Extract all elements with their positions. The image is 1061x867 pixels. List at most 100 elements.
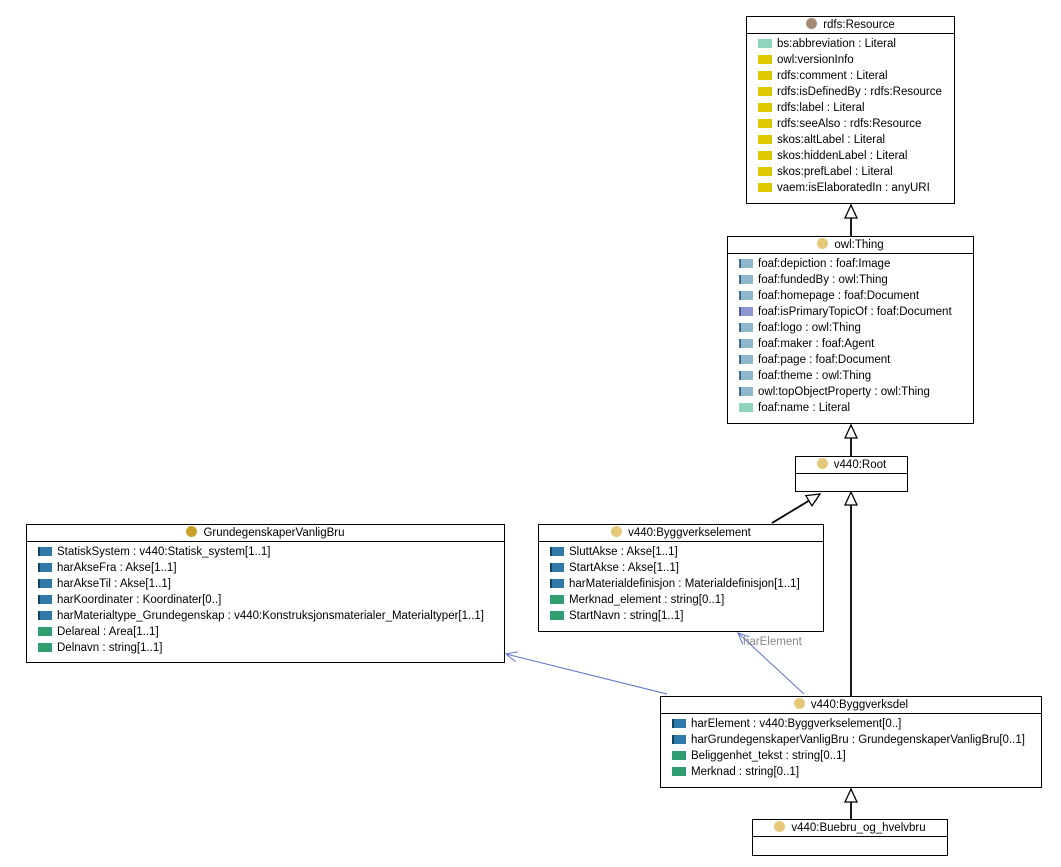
attribute-row[interactable]: StatiskSystem : v440:Statisk_system[1..1… bbox=[38, 544, 504, 560]
attribute-label: SluttAkse : Akse[1..1] bbox=[569, 546, 678, 558]
attribute-row[interactable]: harElement : v440:Byggverkselement[0..] bbox=[672, 716, 1041, 732]
attribute-row[interactable]: foaf:page : foaf:Document bbox=[739, 352, 973, 368]
attribute-row[interactable]: harAkseFra : Akse[1..1] bbox=[38, 560, 504, 576]
attribute-row[interactable]: Delnavn : string[1..1] bbox=[38, 640, 504, 656]
attribute-label: harAkseFra : Akse[1..1] bbox=[57, 562, 177, 574]
attribute-row[interactable]: harAkseTil : Akse[1..1] bbox=[38, 576, 504, 592]
attribute-label: foaf:page : foaf:Document bbox=[758, 354, 891, 366]
obj-prop-icon bbox=[739, 371, 753, 380]
class-v440-byggverksdel[interactable]: v440:Byggverksdel harElement : v440:Bygg… bbox=[660, 696, 1042, 788]
attribute-label: harAkseTil : Akse[1..1] bbox=[57, 578, 171, 590]
annotation-icon bbox=[758, 167, 772, 176]
attribute-label: Merknad_element : string[0..1] bbox=[569, 594, 725, 606]
attribute-row[interactable]: skos:prefLabel : Literal bbox=[758, 164, 954, 180]
attribute-row[interactable]: owl:versionInfo bbox=[758, 52, 954, 68]
attribute-label: foaf:logo : owl:Thing bbox=[758, 322, 861, 334]
class-header: v440:Byggverkselement bbox=[539, 525, 823, 542]
literal-prop-icon bbox=[739, 403, 753, 412]
attribute-row[interactable]: skos:altLabel : Literal bbox=[758, 132, 954, 148]
attribute-row[interactable]: foaf:fundedBy : owl:Thing bbox=[739, 272, 973, 288]
attribute-row[interactable]: vaem:isElaboratedIn : anyURI bbox=[758, 180, 954, 196]
annotation-icon bbox=[758, 135, 772, 144]
attribute-row[interactable]: Beliggenhet_tekst : string[0..1] bbox=[672, 748, 1041, 764]
attribute-row[interactable]: StartAkse : Akse[1..1] bbox=[550, 560, 823, 576]
attribute-row[interactable]: rdfs:label : Literal bbox=[758, 100, 954, 116]
class-grundegenskaper-vanlig-bru[interactable]: GrundegenskaperVanligBru StatiskSystem :… bbox=[26, 524, 505, 663]
obj-prop-icon bbox=[739, 387, 753, 396]
attribute-label: Beliggenhet_tekst : string[0..1] bbox=[691, 750, 846, 762]
attribute-row[interactable]: foaf:depiction : foaf:Image bbox=[739, 256, 973, 272]
attribute-row[interactable]: foaf:maker : foaf:Agent bbox=[739, 336, 973, 352]
attribute-row[interactable]: harGrundegenskaperVanligBru : Grundegens… bbox=[672, 732, 1041, 748]
attribute-row[interactable]: foaf:name : Literal bbox=[739, 400, 973, 416]
obj-prop-icon bbox=[739, 323, 753, 332]
annotation-icon bbox=[758, 55, 772, 64]
data-prop-icon bbox=[38, 627, 52, 636]
attribute-label: foaf:name : Literal bbox=[758, 402, 851, 414]
class-title: v440:Root bbox=[833, 459, 887, 471]
class-header: GrundegenskaperVanligBru bbox=[27, 525, 504, 542]
attribute-label: owl:topObjectProperty : owl:Thing bbox=[758, 386, 930, 398]
attribute-label: foaf:depiction : foaf:Image bbox=[758, 258, 891, 270]
attribute-row[interactable]: rdfs:seeAlso : rdfs:Resource bbox=[758, 116, 954, 132]
attribute-label: StartAkse : Akse[1..1] bbox=[569, 562, 679, 574]
attribute-label: foaf:isPrimaryTopicOf : foaf:Document bbox=[758, 306, 952, 318]
attribute-row[interactable]: foaf:logo : owl:Thing bbox=[739, 320, 973, 336]
attribute-row[interactable]: Merknad_element : string[0..1] bbox=[550, 592, 823, 608]
class-header: rdfs:Resource bbox=[747, 17, 954, 34]
obj-prop-icon bbox=[739, 291, 753, 300]
attribute-label: harMaterialtype_Grundegenskap : v440:Kon… bbox=[57, 610, 484, 622]
attribute-row[interactable]: Merknad : string[0..1] bbox=[672, 764, 1041, 780]
class-icon bbox=[817, 238, 829, 249]
obj-prop-dark-icon bbox=[550, 547, 564, 556]
generalization-element-root bbox=[771, 494, 820, 524]
attribute-label: bs:abbreviation : Literal bbox=[777, 38, 896, 50]
attribute-row[interactable]: skos:hiddenLabel : Literal bbox=[758, 148, 954, 164]
class-icon bbox=[816, 458, 828, 469]
attribute-list: SluttAkse : Akse[1..1] StartAkse : Akse[1… bbox=[539, 542, 823, 626]
obj-prop-icon bbox=[739, 339, 753, 348]
annotation-icon bbox=[758, 119, 772, 128]
class-title: rdfs:Resource bbox=[823, 19, 895, 31]
class-header: v440:Buebru_og_hvelvbru bbox=[753, 820, 947, 837]
data-prop-icon bbox=[672, 767, 686, 776]
literal-prop-icon bbox=[758, 39, 772, 48]
attribute-row[interactable]: harKoordinater : Koordinater[0..] bbox=[38, 592, 504, 608]
attribute-row[interactable]: SluttAkse : Akse[1..1] bbox=[550, 544, 823, 560]
attribute-row[interactable]: harMaterialtype_Grundegenskap : v440:Kon… bbox=[38, 608, 504, 624]
class-v440-buebru-og-hvelvbru[interactable]: v440:Buebru_og_hvelvbru bbox=[752, 819, 948, 856]
attribute-label: rdfs:isDefinedBy : rdfs:Resource bbox=[777, 86, 942, 98]
annotation-icon bbox=[758, 87, 772, 96]
association-grundegenskaper bbox=[504, 651, 668, 695]
class-rdfs-resource[interactable]: rdfs:Resource bs:abbreviation : Literal o… bbox=[746, 16, 955, 204]
attribute-label: foaf:maker : foaf:Agent bbox=[758, 338, 875, 350]
class-title: GrundegenskaperVanligBru bbox=[203, 527, 345, 539]
attribute-row[interactable]: foaf:isPrimaryTopicOf : foaf:Document bbox=[739, 304, 973, 320]
attribute-row[interactable]: harMaterialdefinisjon : Materialdefinisj… bbox=[550, 576, 823, 592]
class-v440-byggverkselement[interactable]: v440:Byggverkselement SluttAkse : Akse[1… bbox=[538, 524, 824, 632]
class-title: v440:Byggverksdel bbox=[810, 699, 909, 711]
obj-prop-icon bbox=[739, 355, 753, 364]
attribute-row[interactable]: foaf:homepage : foaf:Document bbox=[739, 288, 973, 304]
attribute-row[interactable]: Delareal : Area[1..1] bbox=[38, 624, 504, 640]
attribute-row[interactable]: bs:abbreviation : Literal bbox=[758, 36, 954, 52]
annotation-icon bbox=[758, 71, 772, 80]
attribute-row[interactable]: rdfs:comment : Literal bbox=[758, 68, 954, 84]
attribute-label: skos:altLabel : Literal bbox=[777, 134, 886, 146]
obj-prop-purple-icon bbox=[739, 307, 753, 316]
attribute-label: owl:versionInfo bbox=[777, 54, 854, 66]
attribute-row[interactable]: StartNavn : string[1..1] bbox=[550, 608, 823, 624]
obj-prop-dark-icon bbox=[38, 563, 52, 572]
obj-prop-dark-icon bbox=[38, 595, 52, 604]
obj-prop-icon bbox=[739, 275, 753, 284]
attribute-label: StatiskSystem : v440:Statisk_system[1..1… bbox=[57, 546, 271, 558]
attribute-row[interactable]: foaf:theme : owl:Thing bbox=[739, 368, 973, 384]
attribute-label: skos:prefLabel : Literal bbox=[777, 166, 893, 178]
attribute-row[interactable]: rdfs:isDefinedBy : rdfs:Resource bbox=[758, 84, 954, 100]
attribute-row[interactable]: owl:topObjectProperty : owl:Thing bbox=[739, 384, 973, 400]
class-v440-root[interactable]: v440:Root bbox=[795, 456, 908, 492]
attribute-list: bs:abbreviation : Literal owl:versionInfo… bbox=[747, 34, 954, 198]
attribute-label: foaf:homepage : foaf:Document bbox=[758, 290, 920, 302]
